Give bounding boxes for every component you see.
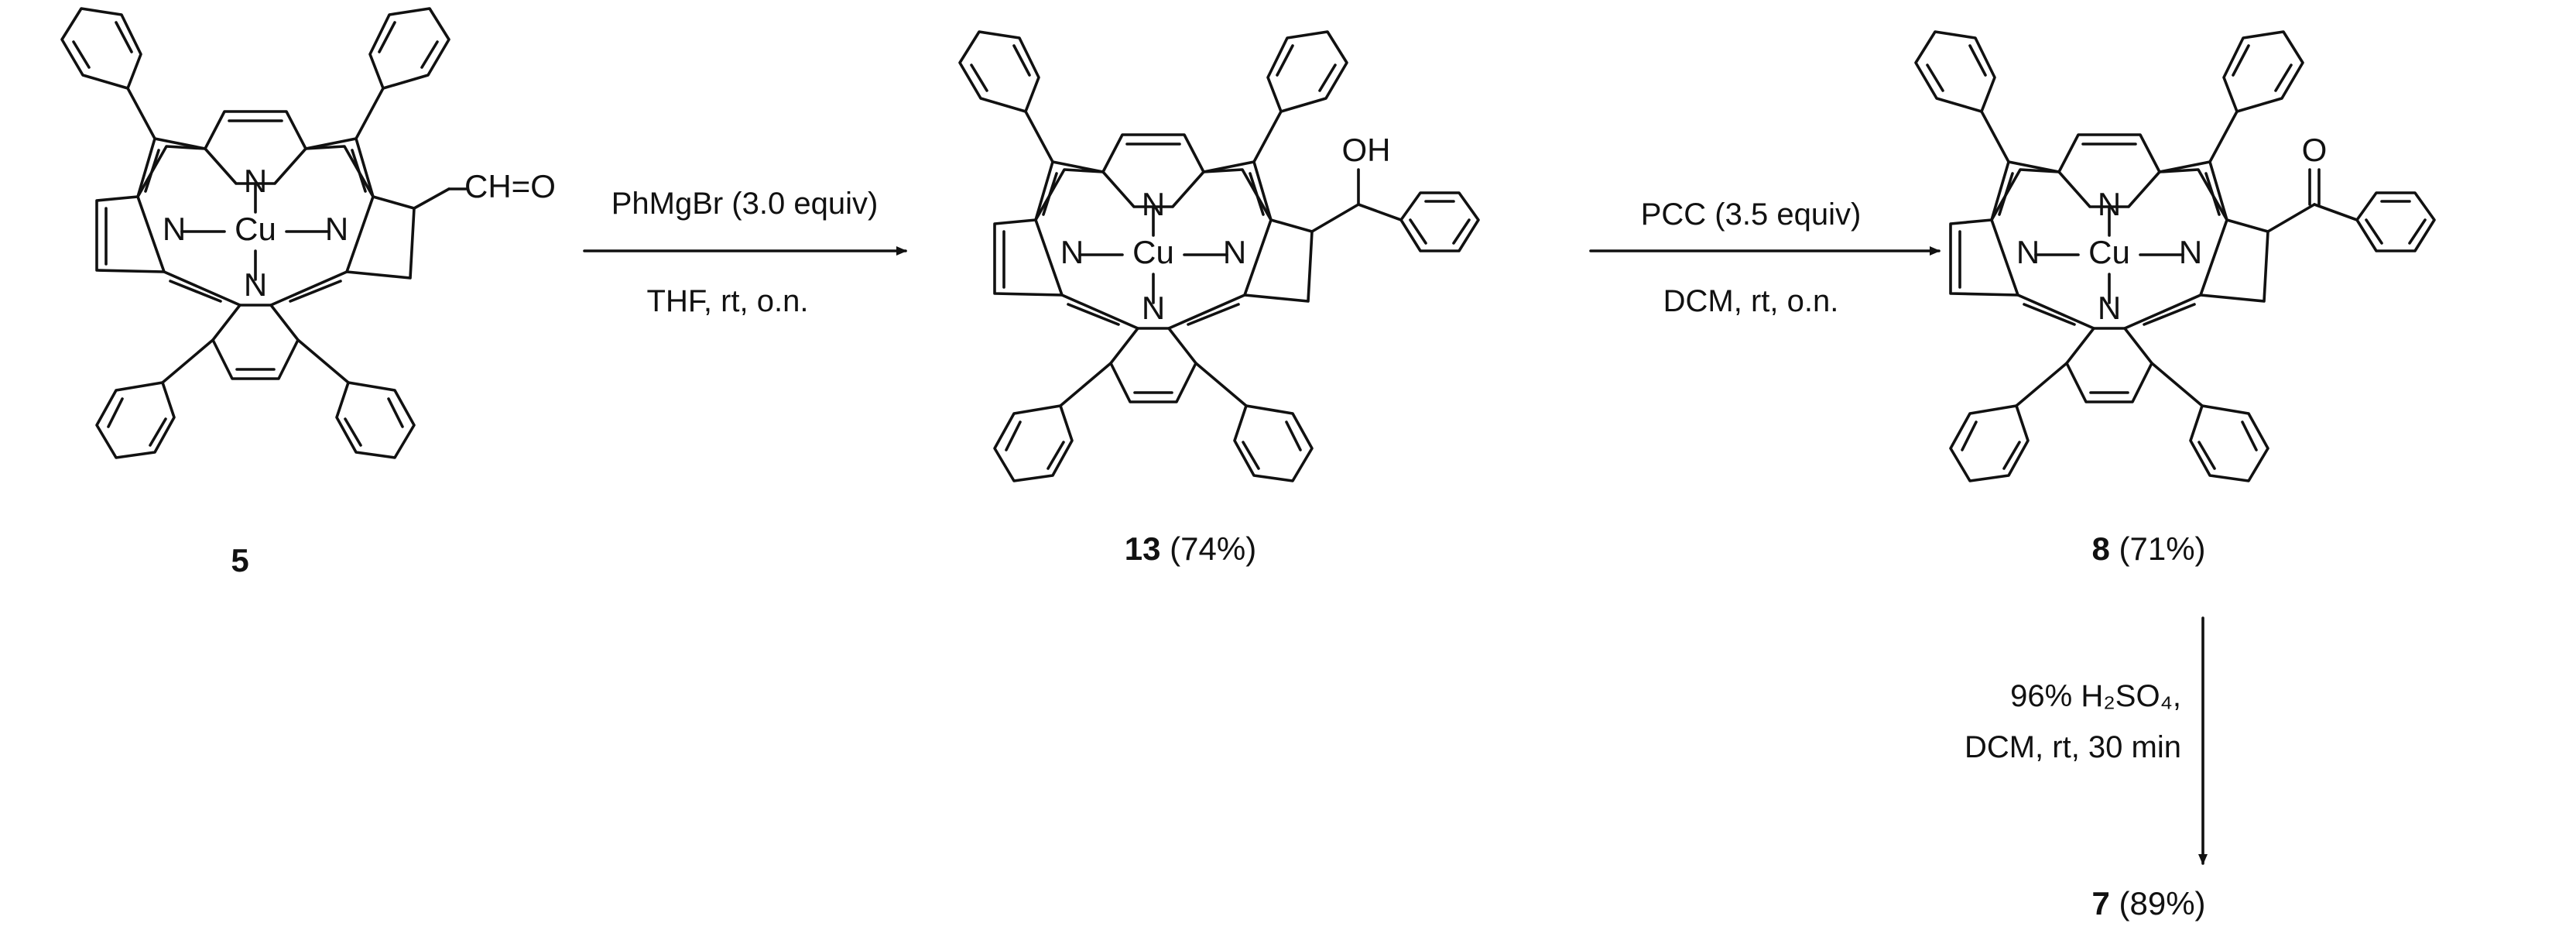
compound-5: N N N N Cu CH=O (60, 7, 556, 459)
compound-8: N N N N Cu O (1914, 30, 2436, 482)
compound-label-7: 7 (89%) (2091, 885, 2205, 922)
arrow-1-conditions: THF, rt, o.n. (647, 284, 809, 318)
nitrogen-atom-top: N (1142, 186, 1165, 222)
nitrogen-atom-left: N (163, 211, 186, 247)
nitrogen-atom-left: N (2016, 234, 2040, 270)
reaction-arrow-3: 96% H₂SO₄, DCM, rt, 30 min (1965, 616, 2208, 865)
carbonyl-oxygen: O (2302, 132, 2328, 168)
nitrogen-atom-top: N (244, 163, 267, 199)
reaction-arrow-2: PCC (3.5 equiv) DCM, rt, o.n. (1589, 197, 1941, 318)
nitrogen-atom-right: N (2179, 234, 2202, 270)
formyl-group: CH=O (464, 168, 556, 204)
nitrogen-atom-bottom: N (1142, 290, 1165, 326)
arrow-2-conditions: DCM, rt, o.n. (1663, 284, 1839, 318)
compound-label-5: 5 (231, 542, 248, 578)
compound-13: N N N N Cu OH (958, 30, 1480, 482)
nitrogen-atom-left: N (1060, 234, 1084, 270)
copper-atom: Cu (235, 211, 276, 247)
copper-atom: Cu (2088, 234, 2130, 270)
nitrogen-atom-bottom: N (244, 266, 267, 303)
arrow-3-conditions: DCM, rt, 30 min (1965, 730, 2181, 764)
reaction-arrow-1: PhMgBr (3.0 equiv) THF, rt, o.n. (583, 187, 907, 318)
copper-atom: Cu (1132, 234, 1174, 270)
nitrogen-atom-bottom: N (2098, 290, 2121, 326)
arrow-3-reagent: 96% H₂SO₄, (2010, 679, 2181, 713)
nitrogen-atom-right: N (325, 211, 348, 247)
compound-label-13: 13 (74%) (1125, 530, 1256, 567)
arrow-2-reagent: PCC (3.5 equiv) (1641, 197, 1862, 232)
nitrogen-atom-top: N (2098, 186, 2121, 222)
compound-label-8: 8 (71%) (2091, 530, 2205, 567)
hydroxyl-group: OH (1342, 132, 1391, 168)
arrow-1-reagent: PhMgBr (3.0 equiv) (611, 187, 879, 221)
nitrogen-atom-right: N (1223, 234, 1246, 270)
